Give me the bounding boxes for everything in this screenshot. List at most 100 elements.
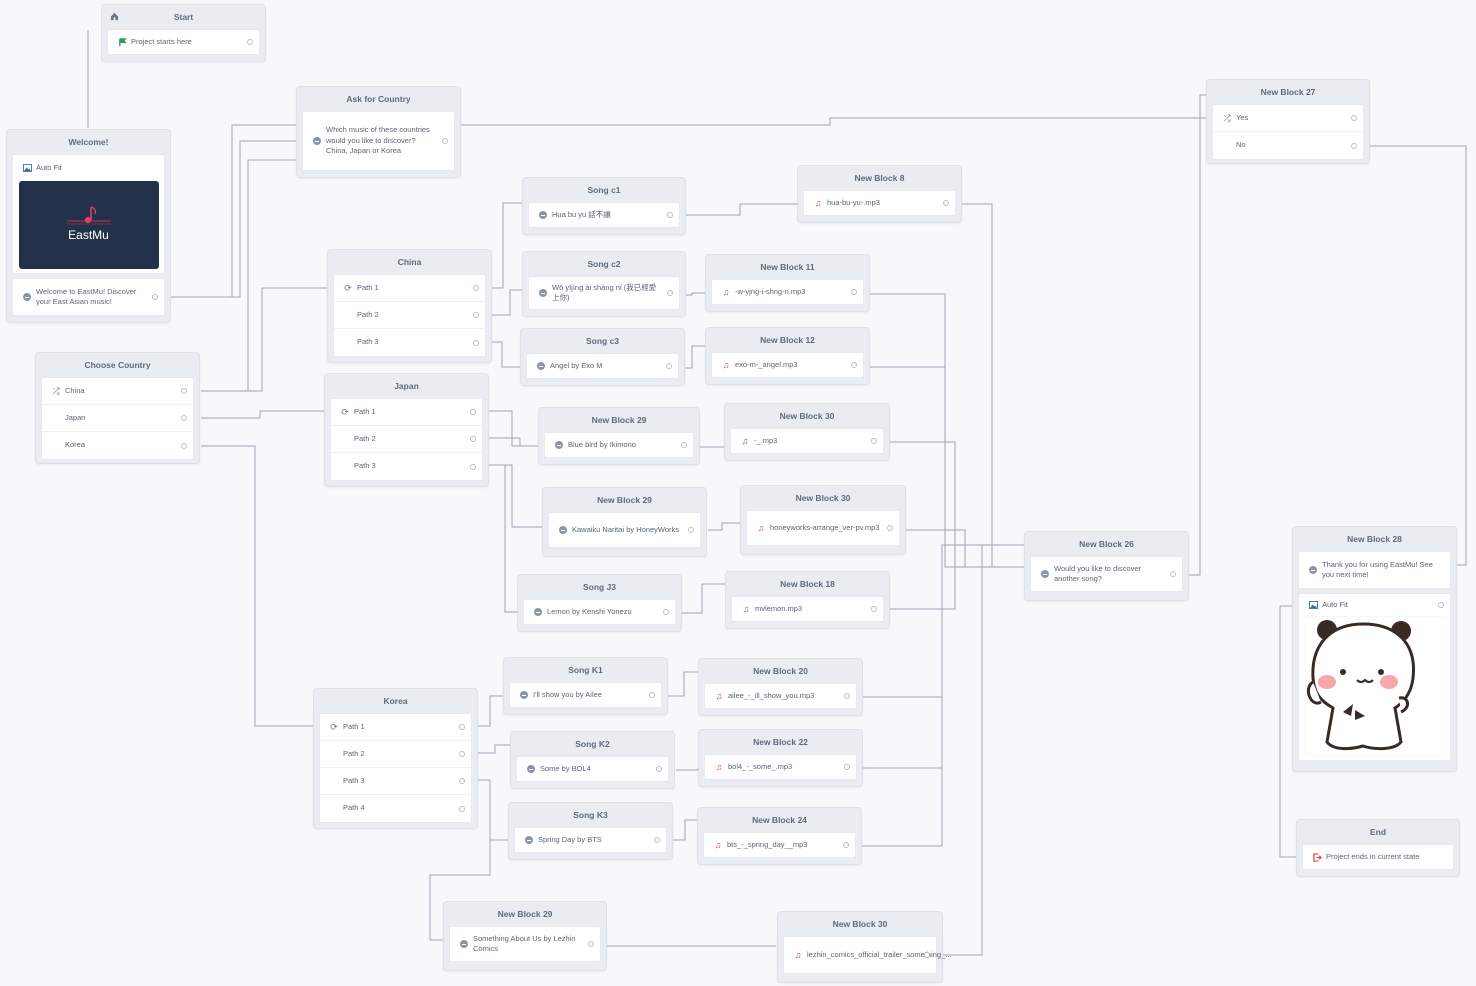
output-port[interactable]: [667, 290, 673, 296]
audio-step[interactable]: ♫-_.mp3: [730, 428, 884, 454]
path-4[interactable]: Path 4: [320, 795, 471, 822]
output-port[interactable]: [152, 294, 158, 300]
block-song-c1[interactable]: Song c1 Hua bu yu 話不讓: [522, 177, 686, 235]
block-new-11[interactable]: New Block 11 ♫-w-yjng-i-shng-n.mp3: [705, 254, 870, 312]
path-2[interactable]: Path 2: [320, 741, 471, 768]
path-2[interactable]: Path 2: [331, 426, 482, 453]
ask-country-message-step[interactable]: Which music of these countries would you…: [302, 111, 455, 171]
welcome-image-step[interactable]: Auto Fit EastMu: [12, 154, 165, 274]
path-korea[interactable]: Korea: [42, 432, 193, 459]
block-new-24[interactable]: New Block 24 ♫bts_-_spring_day__mp3: [697, 807, 862, 865]
block-new-8[interactable]: New Block 8 ♫hua-bu-yu-.mp3: [797, 165, 962, 223]
start-step[interactable]: Project starts here: [107, 29, 260, 55]
output-port[interactable]: [470, 436, 476, 442]
message-step[interactable]: Something About Us by Lezhin Comics: [449, 926, 601, 962]
output-port[interactable]: [442, 138, 448, 144]
block-china[interactable]: China ⟳Path 1 Path 2 Path 3: [327, 249, 492, 363]
path-no[interactable]: No: [1213, 132, 1363, 159]
message-step[interactable]: Hua bu yu 話不讓: [528, 202, 680, 228]
block-japan[interactable]: Japan ⟳Path 1 Path 2 Path 3: [324, 373, 489, 487]
block-choose-country[interactable]: Choose Country ⤮ China Japan Korea: [35, 352, 200, 464]
block-new-12[interactable]: New Block 12 ♫exo-m-_angel.mp3: [705, 327, 870, 385]
block-new-28[interactable]: New Block 28 Thank you for using EastMu!…: [1292, 526, 1457, 772]
block-new-30c[interactable]: New Block 30 ♫lezhin_comics_official_tra…: [777, 911, 952, 983]
message-step[interactable]: Angel by Exo M: [526, 353, 679, 379]
block-new-29a[interactable]: New Block 29 Blue bird by Ikimono: [538, 407, 700, 465]
output-port[interactable]: [181, 388, 187, 394]
message-step[interactable]: Thank you for using EastMu! See you next…: [1298, 551, 1451, 589]
message-step[interactable]: I'll show you by Ailee: [509, 682, 662, 708]
audio-step[interactable]: ♫ailee_-_ill_show_you.mp3: [704, 683, 857, 709]
image-step[interactable]: Auto Fit: [1298, 593, 1451, 761]
output-port[interactable]: [588, 941, 594, 947]
block-start[interactable]: Start Project starts here: [101, 4, 266, 62]
output-port[interactable]: [851, 362, 857, 368]
audio-step[interactable]: ♫bts_-_spring_day__mp3: [703, 832, 856, 858]
output-port[interactable]: [459, 751, 465, 757]
audio-step[interactable]: ♫lezhin_comics_official_trailer_somethin…: [783, 936, 952, 974]
message-step[interactable]: Some by BOL4: [516, 756, 669, 782]
block-new-26[interactable]: New Block 26 Would you like to discover …: [1024, 531, 1189, 601]
block-new-29c[interactable]: New Block 29 Something About Us by Lezhi…: [443, 901, 607, 971]
output-port[interactable]: [181, 415, 187, 421]
block-new-27[interactable]: New Block 27 ⤮Yes No: [1206, 79, 1370, 164]
output-port[interactable]: [470, 409, 476, 415]
output-port[interactable]: [688, 527, 694, 533]
japan-paths[interactable]: ⟳Path 1 Path 2 Path 3: [330, 398, 483, 481]
korea-paths[interactable]: ⟳Path 1 Path 2 Path 3 Path 4: [319, 713, 472, 823]
block-song-k2[interactable]: Song K2 Some by BOL4: [510, 731, 675, 789]
output-port[interactable]: [459, 778, 465, 784]
block-new-30b[interactable]: New Block 30 ♫honeyworks-arrange_ver-pv.…: [740, 485, 906, 555]
message-step[interactable]: Would you like to discover another song?: [1030, 556, 1183, 592]
path-3[interactable]: Path 3: [334, 329, 485, 356]
path-1[interactable]: ⟳Path 1: [331, 399, 482, 426]
choose-country-paths[interactable]: ⤮ China Japan Korea: [41, 377, 194, 460]
block-end[interactable]: End Project ends in current state: [1296, 819, 1460, 877]
block-song-k3[interactable]: Song K3 Spring Day by BTS: [508, 802, 673, 860]
china-paths[interactable]: ⟳Path 1 Path 2 Path 3: [333, 274, 486, 357]
output-port[interactable]: [871, 438, 877, 444]
message-step[interactable]: Wǒ yījìng ài shàng nǐ (我已經愛上你): [528, 276, 680, 310]
block-ask-country[interactable]: Ask for Country Which music of these cou…: [296, 86, 461, 178]
audio-step[interactable]: ♫mvlemon.mp3: [731, 596, 884, 622]
welcome-message-step[interactable]: Welcome to EastMu! Discover your East As…: [12, 278, 165, 316]
block-song-c2[interactable]: Song c2 Wǒ yījìng ài shàng nǐ (我已經愛上你): [522, 251, 686, 317]
output-port[interactable]: [851, 289, 857, 295]
output-port[interactable]: [681, 442, 687, 448]
path-yes[interactable]: ⤮Yes: [1213, 105, 1363, 132]
audio-step[interactable]: ♫hua-bu-yu-.mp3: [803, 190, 956, 216]
message-step[interactable]: Blue bird by Ikimono: [544, 432, 694, 458]
message-step[interactable]: Spring Day by BTS: [514, 827, 667, 853]
output-port[interactable]: [656, 766, 662, 772]
block-new-20[interactable]: New Block 20 ♫ailee_-_ill_show_you.mp3: [698, 658, 863, 716]
audio-step[interactable]: ♫honeyworks-arrange_ver-pv.mp3: [746, 510, 900, 546]
block-new-22[interactable]: New Block 22 ♫bol4_-_some_.mp3: [698, 729, 863, 787]
path-1[interactable]: ⟳Path 1: [320, 714, 471, 741]
output-port[interactable]: [666, 363, 672, 369]
output-port[interactable]: [924, 952, 930, 958]
block-new-18[interactable]: New Block 18 ♫mvlemon.mp3: [725, 571, 890, 629]
output-port[interactable]: [654, 837, 660, 843]
path-china[interactable]: ⤮ China: [42, 378, 193, 405]
output-port[interactable]: [1438, 602, 1444, 608]
new-27-paths[interactable]: ⤮Yes No: [1212, 104, 1364, 160]
path-3[interactable]: Path 3: [331, 453, 482, 480]
block-korea[interactable]: Korea ⟳Path 1 Path 2 Path 3 Path 4: [313, 688, 478, 829]
output-port[interactable]: [1351, 142, 1357, 149]
output-port[interactable]: [843, 842, 849, 848]
audio-step[interactable]: ♫exo-m-_angel.mp3: [711, 352, 864, 378]
block-song-c3[interactable]: Song c3 Angel by Exo M: [520, 328, 685, 386]
output-port[interactable]: [1351, 115, 1357, 121]
output-port[interactable]: [871, 606, 877, 612]
path-2[interactable]: Path 2: [334, 302, 485, 329]
output-port[interactable]: [667, 212, 673, 218]
output-port[interactable]: [663, 609, 669, 615]
end-step[interactable]: Project ends in current state: [1302, 844, 1454, 870]
output-port[interactable]: [459, 724, 465, 730]
output-port[interactable]: [649, 692, 655, 698]
block-welcome[interactable]: Welcome! Auto Fit EastMu Welcome to East…: [6, 129, 171, 323]
output-port[interactable]: [473, 339, 479, 346]
output-port[interactable]: [470, 463, 476, 470]
output-port[interactable]: [473, 285, 479, 291]
output-port[interactable]: [844, 693, 850, 699]
